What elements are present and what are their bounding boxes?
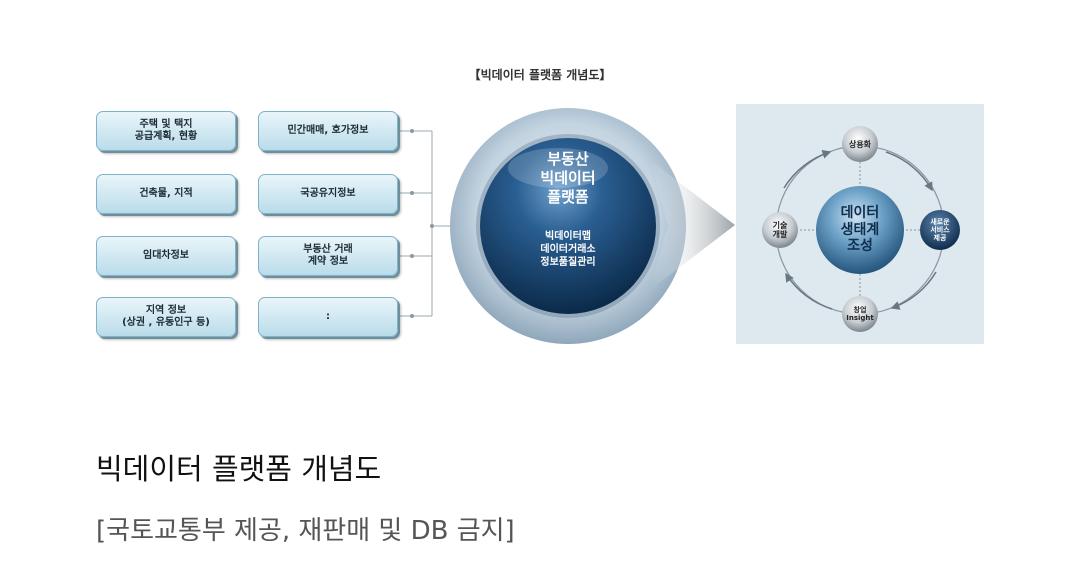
source-box-building-cadastre: 건축물, 지적 bbox=[96, 174, 236, 214]
caption-title: 빅데이터 플랫폼 개념도 bbox=[96, 452, 382, 486]
diagram-title: 【빅데이터 플랫폼 개념도】 bbox=[468, 68, 612, 82]
source-box-regional-info: 지역 정보 (상권 , 유동인구 등) bbox=[96, 297, 236, 337]
ecosystem-startup: 창업 Insight bbox=[846, 305, 874, 322]
flow-arrow-icon bbox=[650, 160, 735, 290]
source-box-state-land: 국공유지정보 bbox=[258, 174, 398, 214]
ecosystem-cycle bbox=[762, 126, 960, 332]
source-box-more: : bbox=[258, 297, 398, 337]
source-box-contract: 부동산 거래 계약 정보 bbox=[258, 236, 398, 276]
platform-sphere bbox=[450, 108, 686, 344]
ecosystem-new-service: 새로운 서비스 제공 bbox=[930, 217, 950, 243]
ecosystem-tech-dev: 기술 개발 bbox=[772, 220, 788, 239]
source-box-lease: 임대차정보 bbox=[96, 236, 236, 276]
ecosystem-commercialization: 상용화 bbox=[848, 139, 872, 149]
source-box-private-trade: 민간매매, 호가정보 bbox=[258, 111, 398, 151]
platform-title: 부동산 빅데이터 플랫폼 bbox=[540, 150, 596, 206]
ecosystem-center-label: 데이터 생태계 조성 bbox=[840, 204, 880, 255]
platform-subtitle: 빅데이터맵 데이터거래소 정보품질관리 bbox=[540, 231, 596, 268]
source-box-housing-supply: 주택 및 택지 공급계획, 현황 bbox=[96, 111, 236, 151]
caption-source: [국토교통부 제공, 재판매 및 DB 금지] bbox=[96, 516, 515, 546]
